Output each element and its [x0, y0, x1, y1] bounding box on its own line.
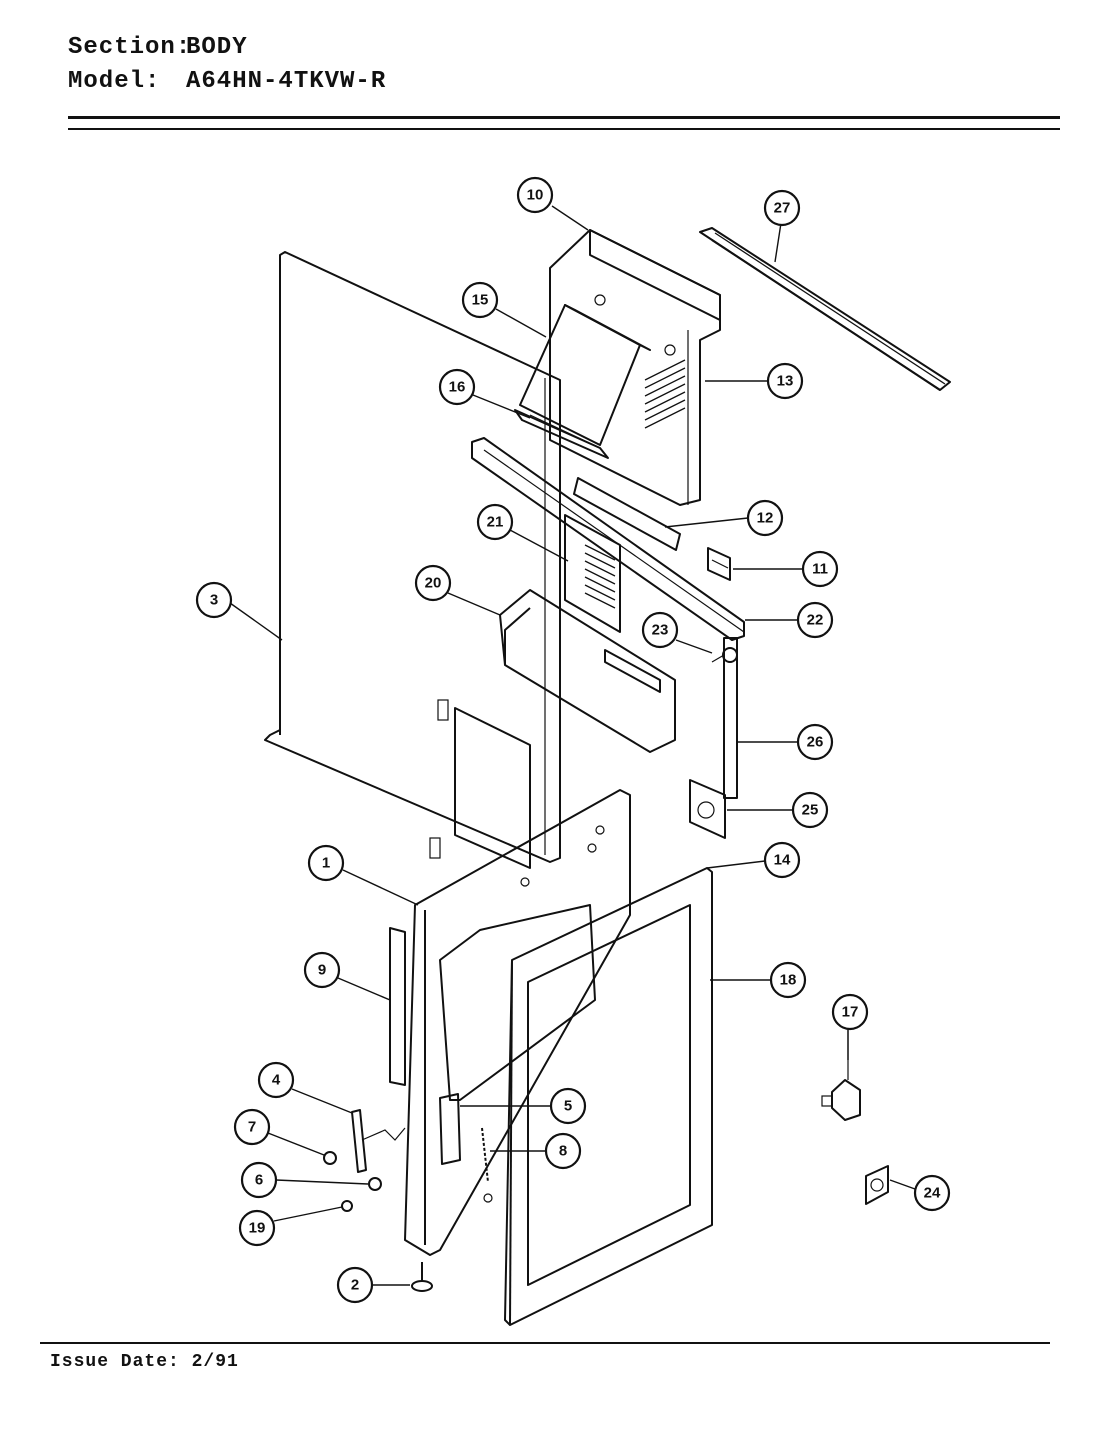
callout-9: 9	[303, 951, 341, 989]
callout-10-label: 10	[527, 187, 544, 204]
callout-17: 17	[831, 993, 869, 1031]
part-duct	[499, 589, 676, 753]
part-leveling-leg	[411, 1262, 433, 1292]
model-heading: Model: A64HN-4TKVW-R	[68, 68, 386, 95]
issue-date: Issue Date: 2/91	[50, 1352, 239, 1372]
part-rod	[723, 637, 738, 799]
leader-lines	[229, 205, 916, 1286]
header-rule-top	[68, 116, 1060, 119]
part-oven-door	[504, 867, 713, 1326]
callout-20: 20	[414, 564, 452, 602]
part-top-trim	[699, 227, 951, 391]
callout-15-label: 15	[472, 292, 489, 309]
callout-18-label: 18	[780, 972, 797, 989]
callout-23-label: 23	[652, 622, 669, 639]
part-side-panel	[264, 251, 561, 869]
part-thermostat	[865, 1165, 889, 1205]
part-hinge	[439, 1093, 461, 1165]
callout-3: 3	[195, 581, 233, 619]
callout-17-label: 17	[842, 1004, 859, 1021]
callout-19: 19	[238, 1209, 276, 1247]
callout-6-label: 6	[255, 1172, 263, 1189]
section-heading: Section:BODY	[68, 34, 248, 61]
header-rule-bottom	[68, 128, 1060, 130]
callout-13-label: 13	[777, 373, 794, 390]
callout-8: 8	[544, 1132, 582, 1170]
callout-12: 12	[746, 499, 784, 537]
callout-1-label: 1	[322, 855, 330, 872]
callout-14-label: 14	[774, 852, 791, 869]
part-vent-panel	[564, 514, 621, 633]
callout-2-label: 2	[351, 1277, 359, 1294]
part-switch	[689, 779, 726, 839]
part-vent-hood	[514, 304, 651, 459]
part-hinge-arm	[351, 1109, 406, 1173]
callout-11-label: 11	[812, 561, 828, 578]
part-bracket	[707, 547, 731, 581]
callout-27: 27	[763, 189, 801, 227]
callout-16-label: 16	[449, 379, 466, 396]
callout-4: 4	[257, 1061, 295, 1099]
callout-19-label: 19	[249, 1220, 266, 1237]
callout-9-label: 9	[318, 962, 326, 979]
part-nut	[323, 1151, 337, 1165]
callout-26: 26	[796, 723, 834, 761]
callout-22: 22	[796, 601, 834, 639]
part-rear-panel	[549, 229, 721, 506]
callout-8-label: 8	[559, 1143, 567, 1160]
callout-13: 13	[766, 362, 804, 400]
callout-24-label: 24	[924, 1185, 941, 1202]
callout-5-label: 5	[564, 1098, 572, 1115]
callout-11: 11	[801, 550, 839, 588]
part-spring	[481, 1127, 489, 1183]
callout-27-label: 27	[774, 200, 791, 217]
part-screw-19	[341, 1200, 353, 1212]
footer-rule	[40, 1342, 1050, 1344]
callout-25: 25	[791, 791, 829, 829]
callout-21: 21	[476, 503, 514, 541]
callout-23: 23	[641, 611, 679, 649]
model-value: A64HN-4TKVW-R	[186, 68, 387, 95]
callout-6: 6	[240, 1161, 278, 1199]
callout-16: 16	[438, 368, 476, 406]
callout-3-label: 3	[210, 592, 218, 609]
part-knob	[821, 1030, 861, 1121]
part-side-strip	[389, 927, 406, 1086]
callout-21-label: 21	[487, 514, 504, 531]
callout-7: 7	[233, 1108, 271, 1146]
callout-7-label: 7	[248, 1119, 256, 1136]
callout-22-label: 22	[807, 612, 824, 629]
callout-12-label: 12	[757, 510, 774, 527]
callout-14: 14	[763, 841, 801, 879]
callout-26-label: 26	[807, 734, 824, 751]
part-oven-frame	[404, 789, 631, 1256]
callout-4-label: 4	[272, 1072, 281, 1089]
callout-20-label: 20	[425, 575, 442, 592]
section-label: Section:	[68, 34, 192, 61]
part-washer	[368, 1177, 382, 1191]
model-label: Model:	[68, 68, 161, 95]
section-value: BODY	[186, 34, 248, 61]
callout-25-label: 25	[802, 802, 819, 819]
callout-24: 24	[913, 1174, 951, 1212]
callout-5: 5	[549, 1087, 587, 1125]
callout-1: 1	[307, 844, 345, 882]
callout-10: 10	[516, 176, 554, 214]
callout-18: 18	[769, 961, 807, 999]
callout-15: 15	[461, 281, 499, 319]
callout-2: 2	[336, 1266, 374, 1304]
